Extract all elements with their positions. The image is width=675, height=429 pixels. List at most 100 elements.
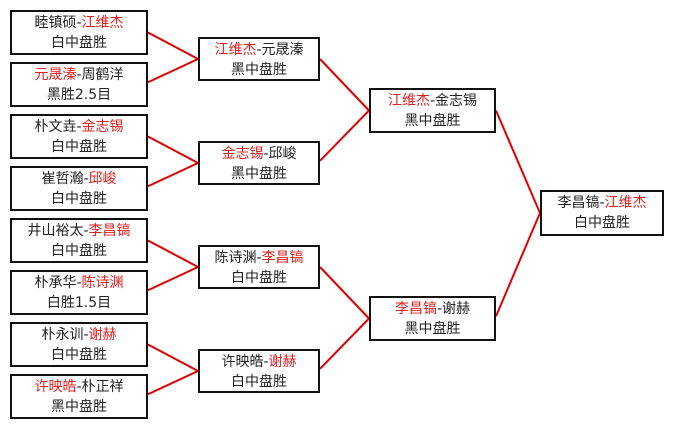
- match-players: 李昌镐-谢赫: [371, 299, 494, 319]
- match-result: 白中盘胜: [231, 270, 287, 286]
- match-players: 朴永训-谢赫: [12, 325, 146, 345]
- player-a: 许映皓: [221, 354, 264, 370]
- match-result: 黑胜2.5目: [46, 87, 112, 103]
- player-b: 谢赫: [268, 354, 297, 370]
- round3-match-1: 江维杰-金志锡黑中盘胜: [369, 88, 496, 133]
- match-players: 朴承华-陈诗渊: [12, 273, 146, 293]
- player-a: 朴永训: [41, 327, 84, 343]
- match-players: 井山裕太-李昌镐: [12, 221, 146, 241]
- match-result: 白中盘胜: [51, 347, 107, 363]
- round2-match-2: 金志锡-邱峻黑中盘胜: [198, 141, 320, 185]
- match-result: 黑中盘胜: [231, 62, 287, 78]
- separator: -: [263, 354, 269, 370]
- separator: -: [263, 146, 269, 162]
- bracket-connector: [319, 317, 370, 370]
- bracket-connector: [147, 370, 199, 396]
- round2-match-1: 江维杰-元晟溱黑中盘胜: [198, 37, 320, 81]
- player-b: 朴正祥: [81, 379, 124, 395]
- match-result: 黑中盘胜: [404, 113, 461, 129]
- bracket-connector: [147, 343, 199, 372]
- player-b: 金志锡: [81, 119, 124, 135]
- bracket-connector: [147, 135, 199, 164]
- separator: -: [83, 171, 89, 187]
- final-match-1: 李昌镐-江维杰白中盘胜: [540, 190, 664, 236]
- player-b: 李昌镐: [261, 250, 304, 266]
- player-a: 江维杰: [214, 42, 257, 58]
- player-b: 谢赫: [88, 327, 117, 343]
- bracket-connector: [147, 266, 199, 292]
- match-players: 江维杰-元晟溱: [200, 40, 318, 60]
- match-result: 白中盘胜: [51, 35, 107, 51]
- match-players: 江维杰-金志锡: [371, 91, 494, 111]
- round1-match-6: 朴承华-陈诗渊白胜1.5目: [10, 270, 148, 315]
- separator: -: [83, 223, 89, 239]
- round1-match-4: 崔哲瀚-邱峻白中盘胜: [10, 166, 148, 211]
- separator: -: [436, 301, 443, 317]
- player-b: 周鹤洋: [81, 67, 124, 83]
- match-players: 许映皓-谢赫: [200, 352, 318, 372]
- bracket-connector: [319, 109, 370, 162]
- round2-match-3: 陈诗渊-李昌镐白中盘胜: [198, 245, 320, 289]
- match-result: 黑中盘胜: [404, 321, 461, 337]
- match-players: 睦镇硕-江维杰: [12, 13, 146, 33]
- bracket-connector: [147, 31, 199, 60]
- bracket-connector: [495, 212, 541, 317]
- separator: -: [76, 15, 82, 31]
- player-b: 谢赫: [442, 301, 471, 317]
- round1-match-5: 井山裕太-李昌镐白中盘胜: [10, 218, 148, 263]
- player-a: 江维杰: [387, 93, 430, 109]
- player-a: 陈诗渊: [214, 250, 257, 266]
- player-a: 李昌镐: [557, 195, 600, 211]
- match-players: 崔哲瀚-邱峻: [12, 169, 146, 189]
- separator: -: [76, 67, 82, 83]
- player-a: 金志锡: [221, 146, 264, 162]
- match-result: 白中盘胜: [51, 243, 107, 259]
- match-players: 陈诗渊-李昌镐: [200, 248, 318, 268]
- separator: -: [256, 250, 262, 266]
- player-a: 睦镇硕: [34, 15, 77, 31]
- round2-match-4: 许映皓-谢赫白中盘胜: [198, 349, 320, 393]
- separator: -: [429, 93, 436, 109]
- player-b: 江维杰: [604, 195, 647, 211]
- bracket-connector: [495, 110, 541, 214]
- round1-match-7: 朴永训-谢赫白中盘胜: [10, 322, 148, 367]
- bracket-connector: [147, 58, 199, 84]
- player-a: 井山裕太: [27, 223, 84, 239]
- bracket-connector: [147, 239, 199, 268]
- round1-match-1: 睦镇硕-江维杰白中盘胜: [10, 10, 148, 55]
- match-players: 金志锡-邱峻: [200, 144, 318, 164]
- round1-match-2: 元晟溱-周鹤洋黑胜2.5目: [10, 62, 148, 107]
- player-a: 元晟溱: [34, 67, 77, 83]
- separator: -: [76, 379, 82, 395]
- player-b: 江维杰: [81, 15, 124, 31]
- player-a: 朴文垚: [34, 119, 77, 135]
- match-result: 白中盘胜: [51, 191, 107, 207]
- bracket-connector: [319, 58, 370, 112]
- separator: -: [76, 119, 82, 135]
- separator: -: [256, 42, 262, 58]
- player-b: 陈诗渊: [81, 275, 124, 291]
- player-b: 李昌镐: [88, 223, 131, 239]
- match-result: 白中盘胜: [574, 215, 630, 231]
- match-players: 许映皓-朴正祥: [12, 377, 146, 397]
- round1-match-3: 朴文垚-金志锡白中盘胜: [10, 114, 148, 159]
- player-b: 元晟溱: [261, 42, 304, 58]
- round1-match-8: 许映皓-朴正祥黑中盘胜: [10, 374, 148, 419]
- match-result: 黑中盘胜: [231, 166, 287, 182]
- player-a: 朴承华: [34, 275, 77, 291]
- match-result: 白中盘胜: [231, 374, 287, 390]
- player-b: 邱峻: [88, 171, 117, 187]
- bracket-connector: [147, 162, 199, 188]
- match-players: 李昌镐-江维杰: [542, 193, 662, 213]
- match-players: 朴文垚-金志锡: [12, 117, 146, 137]
- separator: -: [599, 195, 605, 211]
- separator: -: [76, 275, 82, 291]
- separator: -: [83, 327, 89, 343]
- player-a: 许映皓: [34, 379, 77, 395]
- player-a: 崔哲瀚: [41, 171, 84, 187]
- match-result: 黑中盘胜: [51, 399, 107, 415]
- match-result: 白中盘胜: [51, 139, 107, 155]
- player-b: 金志锡: [435, 93, 478, 109]
